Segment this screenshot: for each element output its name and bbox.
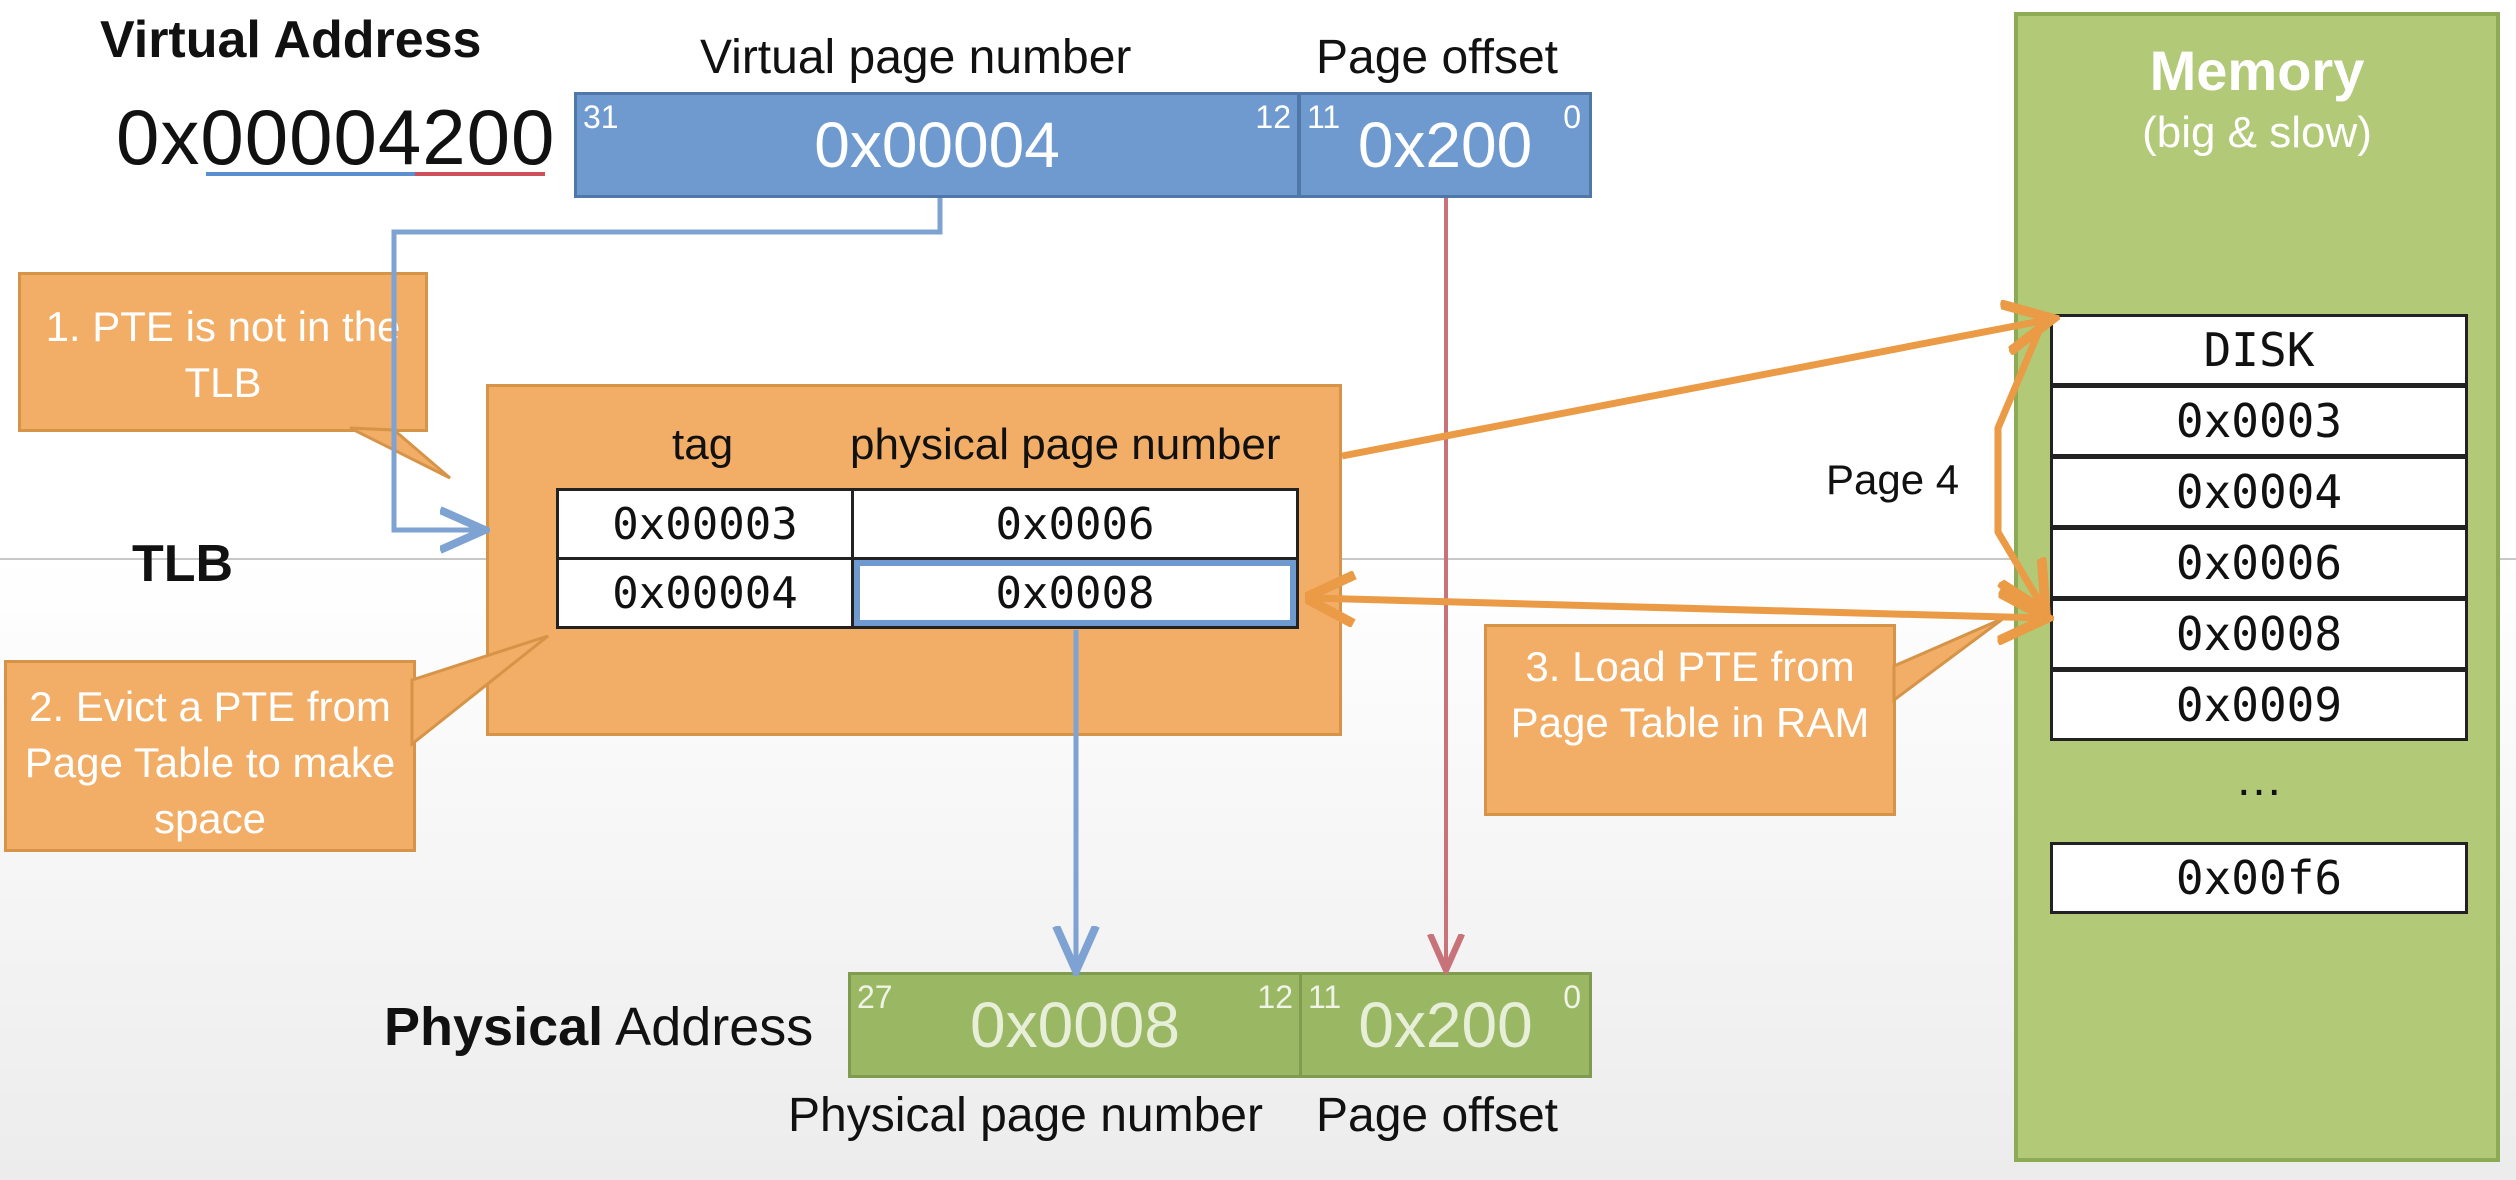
vpn-field: 0x00004 31 12	[574, 92, 1300, 198]
offset-field-value: 0x200	[1357, 109, 1533, 181]
memory-title: Memory	[2149, 39, 2365, 102]
callout-1-tail	[349, 426, 451, 480]
tlb-ppn-header: physical page number	[850, 420, 1281, 469]
pa-offset-footer: Page offset	[1316, 1089, 1558, 1142]
pa-bit-0-label: 0	[1563, 979, 1581, 1015]
memory-entry-0x0003: 0x0003	[2050, 385, 2468, 457]
memory-entry-disk: DISK	[2050, 314, 2468, 386]
callout-step-1: 1. PTE is not in the TLB	[18, 272, 428, 432]
memory-subtitle: (big & slow)	[2142, 108, 2372, 157]
callout-step-2: 2. Evict a PTE from Page Table to make s…	[4, 660, 416, 852]
ppn-field: 0x0008 27 12	[848, 972, 1302, 1078]
pa-bit-12-label: 12	[1257, 979, 1293, 1015]
bit-27-label: 27	[857, 979, 893, 1015]
memory-ellipsis: …	[2235, 753, 2283, 806]
memory-entry-0x0009: 0x0009	[2050, 669, 2468, 741]
page-4-bracket-arrow	[1994, 322, 2042, 606]
tlb-row-2-tag: 0x00004	[556, 557, 854, 629]
bit-11-label: 11	[1307, 99, 1341, 135]
pa-bit-11-label: 11	[1308, 979, 1342, 1015]
tlb-to-memory-evict-arrow	[1341, 320, 2046, 460]
virtual-address-value: 0x00004200	[116, 93, 556, 181]
ppn-field-value: 0x0008	[970, 989, 1180, 1061]
ppn-footer: Physical page number	[788, 1089, 1263, 1142]
page-4-label: Page 4	[1826, 456, 1960, 503]
virtual-address-label: Virtual Address	[100, 11, 482, 69]
pa-offset-field-value: 0x200	[1358, 989, 1533, 1061]
bit-31-label: 31	[583, 99, 619, 135]
tlb-label: TLB	[132, 535, 234, 593]
tlb-row-1-tag: 0x00003	[556, 488, 854, 560]
offset-field: 0x200 11 0	[1298, 92, 1592, 198]
callout-2-tail	[410, 634, 549, 748]
memory-tlb-load-arrow	[1312, 598, 2040, 618]
physical-address-label: Physical Address	[384, 996, 813, 1058]
bit-0-label: 0	[1563, 99, 1581, 135]
vpn-header: Virtual page number	[700, 31, 1132, 84]
physical-address-label-bold: Physical	[384, 997, 604, 1057]
memory-entry-0x0006: 0x0006	[2050, 527, 2468, 599]
bit-12-label: 12	[1255, 99, 1291, 135]
offset-underline	[415, 172, 545, 176]
vpn-to-tlb-arrow	[391, 198, 943, 530]
memory-entry-0x0008: 0x0008	[2050, 598, 2468, 670]
tlb-row-1-ppn: 0x0006	[851, 488, 1299, 560]
offset-header: Page offset	[1316, 31, 1558, 84]
vpn-underline	[206, 172, 416, 176]
tlb-tag-header: tag	[672, 420, 734, 469]
physical-address-label-rest: Address	[615, 997, 814, 1057]
vpn-field-value: 0x00004	[814, 109, 1060, 181]
callout-3-tail	[1892, 616, 2005, 703]
tlb-row-2-ppn: 0x0008	[851, 557, 1299, 629]
memory-entry-0x0004: 0x0004	[2050, 456, 2468, 528]
memory-entry-0x00f6: 0x00f6	[2050, 842, 2468, 914]
